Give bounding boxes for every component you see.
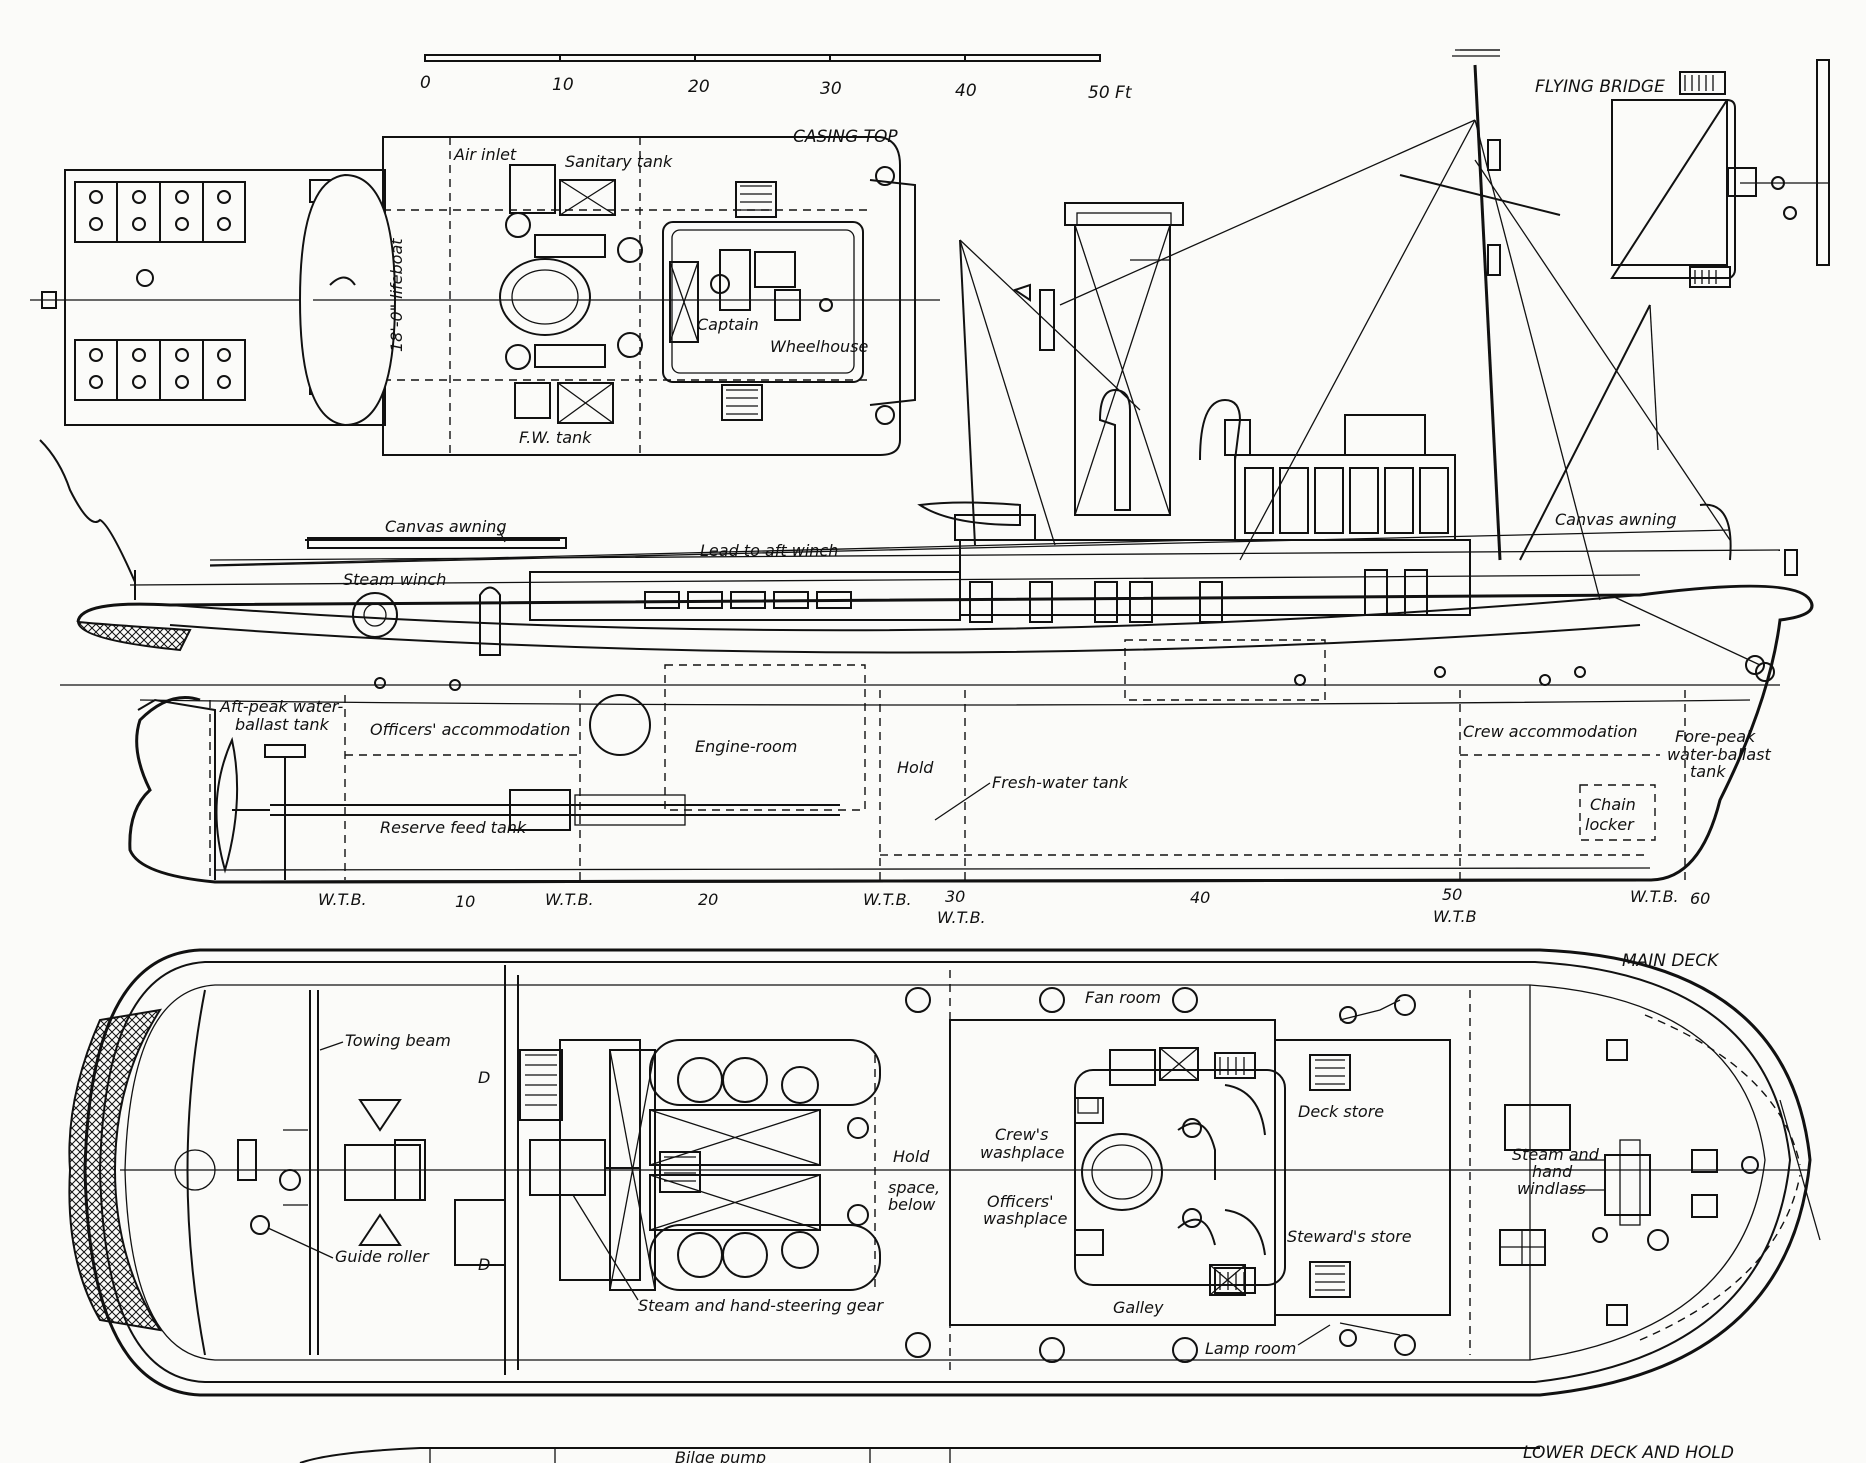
label-crews-washplace-1: Crew's [995, 1125, 1048, 1144]
skylight-grid-upper [74, 181, 246, 243]
label-fore-peak-2: water-ballast [1667, 745, 1771, 764]
label-hold-space-1: Hold [893, 1147, 930, 1166]
label-chain-locker-1: Chain [1590, 795, 1636, 814]
flying-bridge-title: FLYING BRIDGE [1535, 77, 1665, 97]
label-crews-washplace-2: washplace [980, 1143, 1065, 1162]
label-air-inlet: Air inlet [453, 145, 517, 164]
frame-30: 30 [945, 887, 965, 906]
label-bilge-pump: Bilge pump [675, 1448, 766, 1463]
label-hold-space-3: below [888, 1195, 936, 1214]
profile-elevation: Steam winch Canvas awning Lead to aft wi… [39, 49, 1814, 927]
label-sanitary-tank: Sanitary tank [565, 152, 673, 171]
label-windlass-2: hand [1532, 1162, 1573, 1181]
label-fw-tank: F.W. tank [519, 428, 592, 447]
label-aft-peak-1: Aft-peak water- [219, 697, 343, 716]
scale-tick-10: 10 [552, 75, 574, 95]
scale-tick-50ft: 50 Ft [1088, 83, 1133, 103]
label-canvas-awning-fwd: Canvas awning [1555, 510, 1677, 529]
label-stewards-store: Steward's store [1287, 1227, 1412, 1246]
label-officers-accommodation: Officers' accommodation [370, 720, 570, 739]
scale-tick-40: 40 [955, 81, 977, 101]
frame-20: 20 [698, 890, 718, 909]
casing-top-plan: CASING TOP [30, 127, 940, 456]
frame-wtb-2: W.T.B. [545, 890, 594, 909]
label-lead-to-aft-winch: Lead to aft winch [700, 541, 838, 560]
skylight-grid-lower [74, 339, 246, 401]
label-engine-room: Engine-room [695, 737, 797, 756]
label-hold-space-2: space, [888, 1178, 940, 1197]
label-lamp-room: Lamp room [1205, 1339, 1296, 1358]
frame-wtb-4: W.T.B. [937, 908, 986, 927]
label-guide-roller: Guide roller [335, 1247, 430, 1266]
label-aft-peak-2: ballast tank [235, 715, 330, 734]
label-lifeboat: 18'-0" lifeboat [387, 238, 406, 352]
label-steering-gear: Steam and hand-steering gear [638, 1296, 884, 1315]
frame-50: 50 [1442, 885, 1462, 904]
frame-wtb-6: W.T.B. [1630, 887, 1679, 906]
label-canvas-awning-aft: Canvas awning [385, 517, 507, 536]
label-fan-room: Fan room [1085, 988, 1161, 1007]
frame-wtb-3: W.T.B. [863, 890, 912, 909]
frame-40: 40 [1190, 888, 1210, 907]
label-towing-beam: Towing beam [345, 1031, 451, 1050]
label-windlass-1: Steam and [1512, 1145, 1600, 1164]
label-windlass-3: windlass [1517, 1179, 1586, 1198]
label-officers-washplace-2: washplace [983, 1209, 1068, 1228]
label-crew-accommodation: Crew accommodation [1463, 722, 1638, 741]
label-reserve-feed-tank: Reserve feed tank [380, 818, 527, 837]
label-galley: Galley [1113, 1298, 1164, 1317]
scale-tick-20: 20 [688, 77, 710, 97]
frame-10: 10 [455, 892, 475, 911]
scale-bar: 0 10 20 30 40 50 Ft [420, 54, 1133, 103]
frame-wtb-1: W.T.B. [318, 890, 367, 909]
label-officers-washplace-1: Officers' [987, 1192, 1054, 1211]
scale-tick-0: 0 [420, 73, 431, 93]
label-fore-peak-1: Fore-peak [1675, 727, 1756, 746]
label-steam-winch: Steam winch [343, 570, 446, 589]
frame-60: 60 [1690, 889, 1710, 908]
label-d-mark-1: D [478, 1068, 490, 1087]
flying-bridge-plan: FLYING BRIDGE [1535, 59, 1830, 288]
label-deck-store: Deck store [1298, 1102, 1384, 1121]
label-chain-locker-2: locker [1585, 815, 1635, 834]
label-fresh-water-tank: Fresh-water tank [992, 773, 1129, 792]
lower-deck-title: LOWER DECK AND HOLD [1523, 1443, 1734, 1463]
label-hold: Hold [897, 758, 934, 777]
lower-deck-plan: Bilge pump LOWER DECK AND HOLD [299, 1443, 1734, 1463]
scale-tick-30: 30 [820, 79, 842, 99]
main-deck-title: MAIN DECK [1622, 951, 1720, 971]
label-captain: Captain [697, 315, 759, 334]
frame-wtb-5: W.T.B [1433, 907, 1477, 926]
label-fore-peak-3: tank [1690, 762, 1726, 781]
main-deck-plan: MAIN DECK Towing beam Guide roller D D [68, 948, 1821, 1397]
label-wheelhouse: Wheelhouse [770, 337, 869, 356]
